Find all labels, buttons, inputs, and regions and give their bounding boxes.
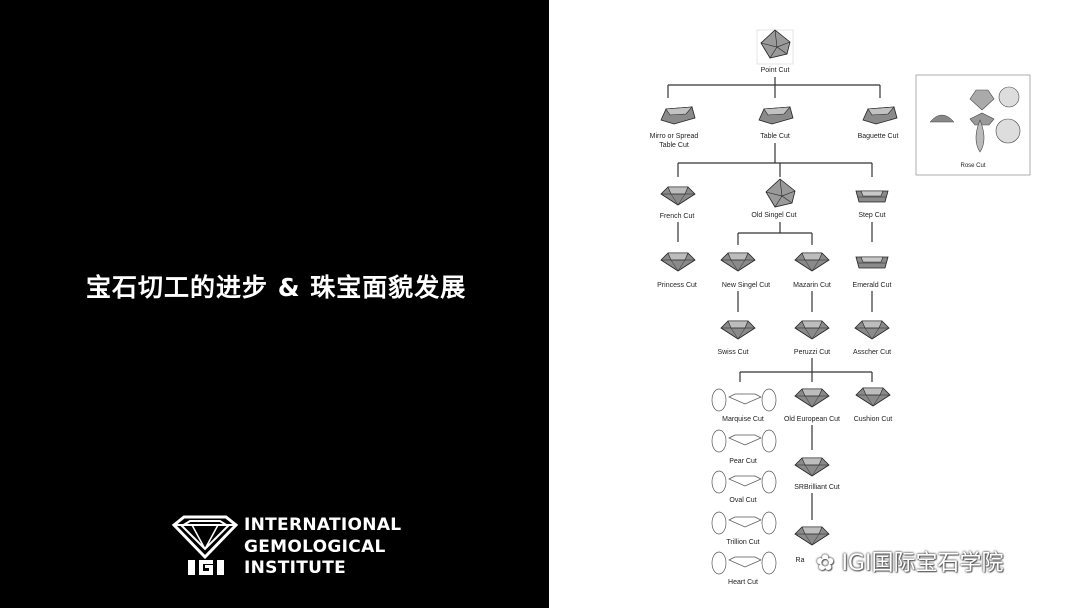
rose-oval-icon — [969, 112, 995, 126]
logo-line-2: GEMOLOGICAL — [244, 536, 386, 557]
label-trillion-cut: Trillion Cut — [726, 539, 759, 546]
igi-logo-text: INTERNATIONAL GEMOLOGICAL INSTITUTE — [244, 515, 401, 580]
logo-line-1: INTERNATIONAL — [244, 515, 402, 535]
label-cushion-cut: Cushion Cut — [854, 416, 893, 423]
label-new-singel-cut: New Singel Cut — [722, 282, 770, 289]
label-mirror-cut-1: Mirro or Spread — [650, 133, 699, 140]
igi-logo-icon — [171, 515, 239, 575]
mazarin-cut-icon — [794, 252, 830, 272]
rose-profile-icon — [929, 114, 955, 123]
label-princess-cut: Princess Cut — [657, 282, 697, 289]
wechat-watermark: ✿ IGI国际宝石学院 — [816, 545, 1003, 577]
logo-line-3: INSTITUTE — [244, 558, 347, 578]
label-point-cut: Point Cut — [761, 67, 790, 74]
rose-round-top-icon — [995, 118, 1021, 144]
left-panel: 宝石切工的进步 & 珠宝面貌发展 INTERNATIONAL GEMOLOGIC… — [0, 0, 549, 608]
french-cut-icon — [660, 186, 696, 206]
cut-evolution-diagram: Point Cut Mirro or Spread Table Cut Tabl… — [650, 29, 1031, 586]
rose-round-icon — [998, 86, 1020, 108]
label-marquise-cut: Marquise Cut — [722, 416, 764, 423]
wechat-icon: ✿ — [816, 551, 835, 576]
oval-cut-icon — [711, 470, 777, 494]
label-mirror-cut-2: Table Cut — [659, 142, 689, 149]
point-cut-icon — [760, 29, 791, 59]
label-baguette-cut: Baguette Cut — [858, 133, 899, 140]
old-european-cut-icon — [794, 388, 830, 408]
mirror-cut-icon — [660, 106, 696, 125]
label-french-cut: French Cut — [660, 213, 695, 220]
label-swiss-cut: Swiss Cut — [717, 349, 748, 356]
old-singel-cut-icon — [765, 178, 796, 208]
marquise-cut-icon — [711, 388, 777, 412]
emerald-cut-icon — [855, 256, 889, 269]
asscher-cut-icon — [854, 320, 890, 340]
label-emerald-cut: Emerald Cut — [853, 282, 892, 289]
watermark-text: IGI国际宝石学院 — [841, 551, 1004, 576]
peruzzi-cut-icon — [794, 320, 830, 340]
pear-cut-icon — [711, 429, 777, 453]
label-srbrilliant-cut: SRBrilliant Cut — [794, 484, 840, 491]
trillion-cut-icon — [711, 511, 777, 535]
tree-connectors — [667, 77, 881, 520]
heart-cut-icon — [711, 551, 777, 575]
baguette-cut-icon — [862, 106, 898, 125]
step-cut-icon — [855, 190, 889, 203]
princess-cut-icon — [660, 252, 696, 272]
label-old-singel-cut: Old Singel Cut — [751, 212, 796, 219]
label-asscher-cut: Asscher Cut — [853, 349, 891, 356]
label-old-european-cut: Old European Cut — [784, 416, 840, 423]
label-mazarin-cut: Mazarin Cut — [793, 282, 831, 289]
rose-pear-icon — [975, 119, 985, 153]
label-pear-cut: Pear Cut — [729, 458, 757, 465]
radiant-cut-icon — [794, 526, 830, 546]
srbrilliant-cut-icon — [794, 457, 830, 477]
swiss-cut-icon — [720, 320, 756, 340]
right-panel: Point Cut Mirro or Spread Table Cut Tabl… — [549, 0, 1080, 608]
label-rose-cut: Rose Cut — [960, 163, 985, 169]
rose-pendeloque-icon — [969, 89, 995, 111]
label-peruzzi-cut: Peruzzi Cut — [794, 349, 830, 356]
rose-cut-panel: Rose Cut — [915, 74, 1031, 176]
new-singel-cut-icon — [720, 252, 756, 272]
label-oval-cut: Oval Cut — [729, 497, 756, 504]
slide-title: 宝石切工的进步 & 珠宝面貌发展 — [86, 273, 467, 302]
table-cut-icon — [758, 106, 794, 125]
label-step-cut: Step Cut — [858, 212, 885, 219]
label-heart-cut: Heart Cut — [728, 579, 758, 586]
label-table-cut: Table Cut — [760, 133, 790, 140]
label-radiant-cut: Ra — [796, 557, 805, 564]
cushion-cut-icon — [855, 387, 891, 407]
